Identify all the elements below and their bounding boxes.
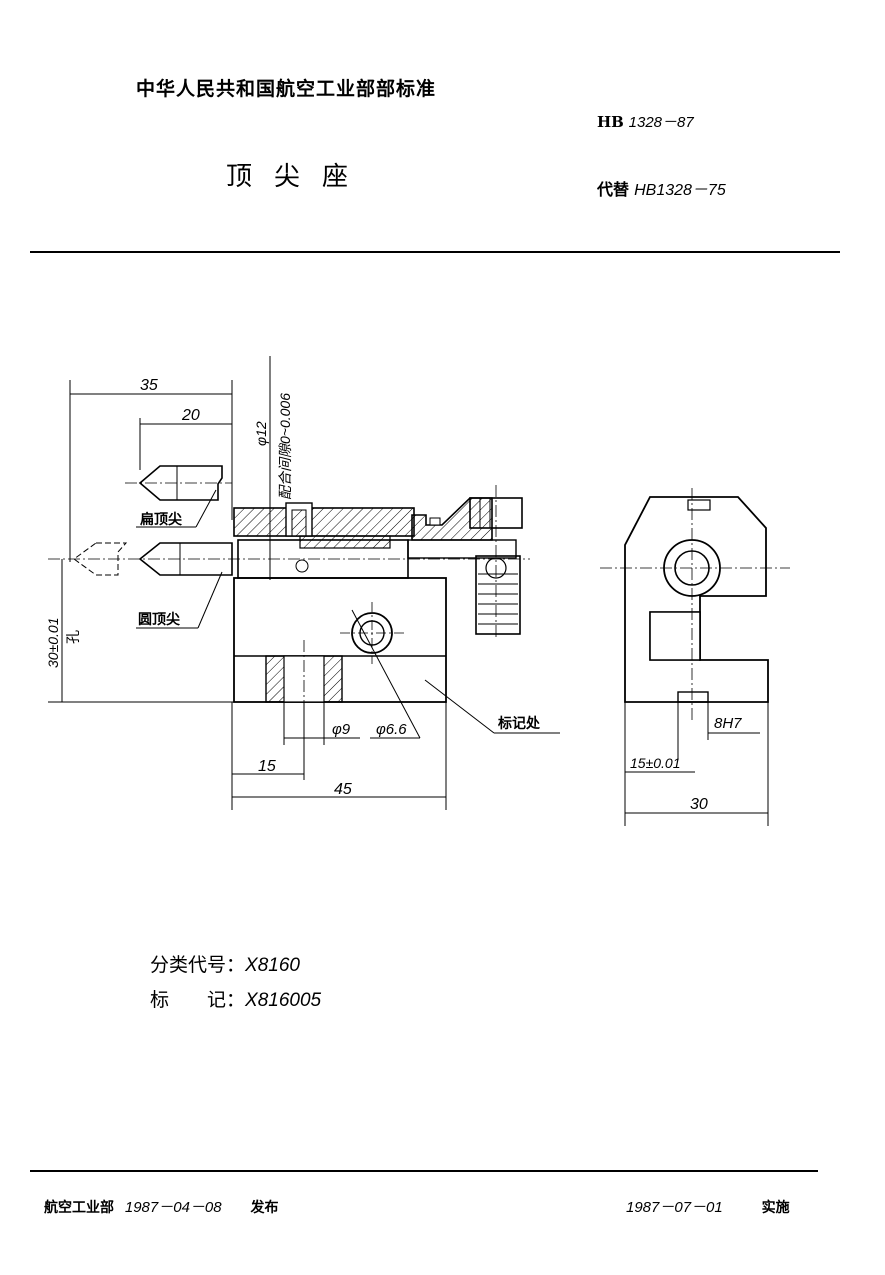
issue-date: 1987－04－08	[124, 1199, 222, 1216]
label-round-tip: 圆顶尖	[138, 611, 180, 627]
dim-tip-length: 20	[181, 407, 200, 424]
dim-slot-8h7: 8H7	[714, 715, 742, 732]
org-standard-title: 中华人民共和国航空工业部部标准	[136, 78, 437, 100]
dim-height-note: 孔	[65, 630, 81, 644]
dim-hole-9: φ9	[332, 721, 351, 738]
issue-info: 航空工业部 1987－04－08 发布	[44, 1196, 279, 1217]
label-mark-location: 标记处	[497, 715, 541, 731]
standard-code: 1328－87	[628, 114, 694, 131]
dim-diameter: φ12	[253, 421, 269, 446]
effective-info: 1987－07－01 实施	[626, 1196, 790, 1217]
replaces-standard: 代替 HB1328－75	[597, 176, 726, 200]
effective-word: 实施	[761, 1200, 790, 1216]
classification-code: 分类代号：X8160	[150, 950, 300, 977]
dim-width-30: 30	[690, 796, 708, 813]
standard-prefix: HB	[597, 113, 624, 131]
footer-divider	[30, 1170, 818, 1172]
issuer: 航空工业部	[44, 1200, 114, 1216]
replaces-code: HB1328－75	[634, 182, 726, 199]
dim-width-45: 45	[334, 781, 352, 798]
mark-value: X816005	[245, 990, 322, 1011]
side-view	[600, 488, 790, 826]
dim-height: 30±0.01	[45, 617, 61, 668]
front-view	[48, 356, 560, 810]
dim-hole-66: φ6.6	[376, 721, 407, 738]
header-divider	[30, 251, 840, 253]
classification-value: X8160	[245, 955, 300, 976]
technical-drawing: 35 20 φ12 配合间隙0~0.006 扁顶尖 圆顶尖 30±0.01 孔 …	[45, 356, 790, 826]
document-title: 顶尖座	[226, 162, 371, 192]
dim-offset-15: 15	[258, 758, 276, 775]
classification-label: 分类代号：	[150, 954, 246, 976]
effective-date: 1987－07－01	[626, 1199, 723, 1216]
mark-label: 标 记：	[150, 989, 246, 1011]
issue-word: 发布	[250, 1200, 279, 1216]
label-flat-tip: 扁顶尖	[140, 511, 182, 527]
dim-offset-15-tol: 15±0.01	[630, 755, 681, 771]
dim-fit-clearance: 配合间隙0~0.006	[277, 393, 293, 500]
dim-overall-length: 35	[140, 377, 158, 394]
standard-number: HB 1328－87	[597, 111, 694, 132]
mark-code: 标 记：X816005	[150, 985, 321, 1012]
replaces-prefix: 代替	[597, 180, 630, 199]
